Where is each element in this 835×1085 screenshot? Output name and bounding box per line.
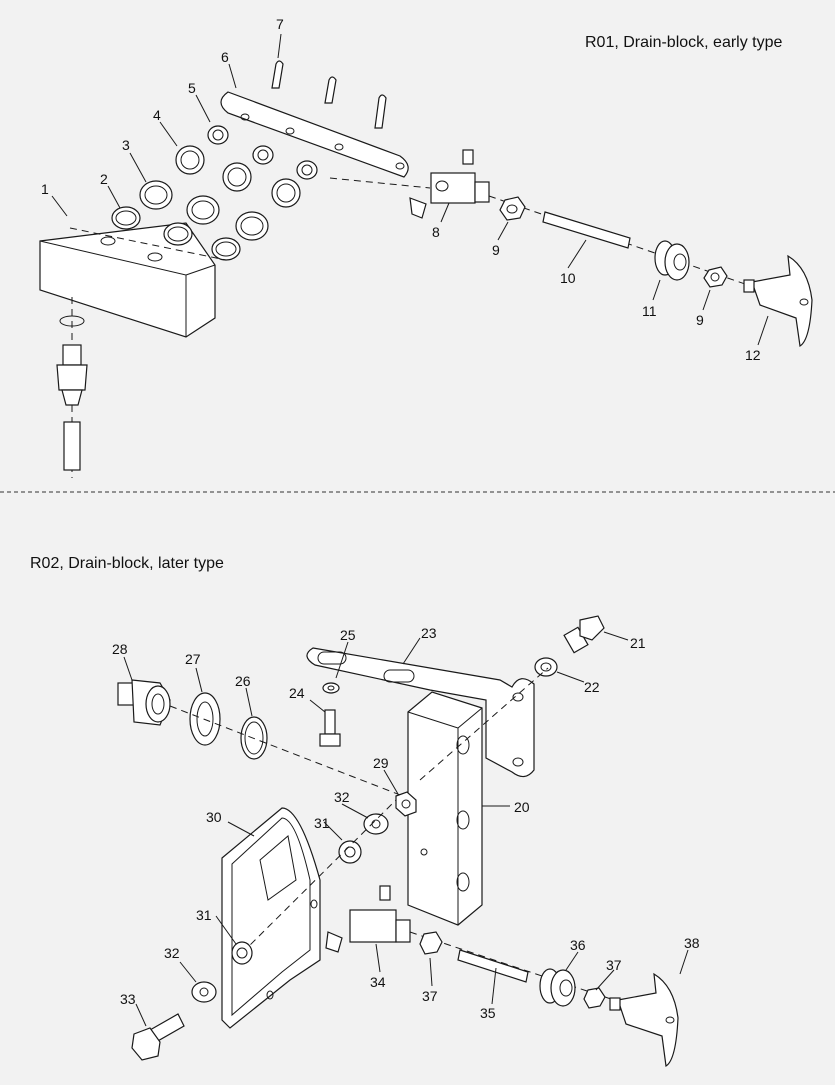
callout-28: 28	[112, 641, 128, 657]
part-21-bolt	[563, 615, 605, 654]
callout-4: 4	[153, 107, 161, 123]
part-31-nut	[338, 840, 362, 864]
callout-3: 3	[122, 137, 130, 153]
callout-9b: 9	[696, 312, 704, 328]
section-title-r02: R02, Drain-block, later type	[30, 555, 224, 572]
callout-35: 35	[480, 1005, 496, 1021]
callout-29: 29	[373, 755, 389, 771]
axis-line	[419, 667, 549, 781]
part-4-fittings	[175, 145, 301, 208]
part-25-washer	[322, 682, 340, 694]
callout-36: 36	[570, 937, 586, 953]
callout-6: 6	[221, 49, 229, 65]
callout-24: 24	[289, 685, 305, 701]
callout-7: 7	[276, 16, 284, 32]
callout-20: 20	[514, 799, 530, 815]
drain-fitting	[56, 297, 88, 478]
callout-32b: 32	[164, 945, 180, 961]
part-6-plate	[220, 91, 409, 178]
callout-23: 23	[421, 625, 437, 641]
callout-numbers-r01: 1 2 3 4 5 6 7 8 9 10 11 9 12	[41, 16, 761, 363]
callout-12: 12	[745, 347, 761, 363]
part-24-screw	[319, 709, 341, 747]
axis-line	[69, 227, 227, 261]
callout-37: 37	[422, 988, 438, 1004]
part-34-clevis	[325, 885, 411, 953]
part-8-clevis	[409, 149, 490, 219]
callout-30: 30	[206, 809, 222, 825]
callout-leaders-r01	[51, 33, 769, 346]
callout-22: 22	[584, 679, 600, 695]
callout-8: 8	[432, 224, 440, 240]
part-22-washer	[534, 657, 558, 677]
callout-leaders-r02	[123, 631, 689, 1027]
callout-11: 11	[642, 303, 657, 319]
callout-numbers-r02: 21 22 23 24 25 26 27 28 29 20 30 31 32 3…	[112, 625, 700, 1021]
axis-line	[169, 705, 409, 799]
callout-32: 32	[334, 789, 350, 805]
part-23-bracket	[306, 647, 535, 778]
part-28-fitting	[117, 679, 171, 726]
part-31-nut-lower	[231, 941, 253, 965]
callout-31b: 31	[196, 907, 212, 923]
part-35-rod	[457, 949, 529, 983]
part-3-washers	[139, 180, 269, 241]
callout-34: 34	[370, 974, 386, 990]
section-title-r01: R01, Drain-block, early type	[585, 34, 783, 51]
callout-26: 26	[235, 673, 251, 689]
callout-37b: 37	[606, 957, 622, 973]
callout-38: 38	[684, 935, 700, 951]
part-30-plate	[221, 807, 321, 1029]
part-36-grommet	[539, 968, 576, 1007]
callout-27: 27	[185, 651, 201, 667]
part-1-drain-block	[39, 222, 216, 338]
callout-25: 25	[340, 627, 356, 643]
part-2-o-rings	[111, 206, 241, 261]
callout-33: 33	[120, 991, 136, 1007]
part-32-washer-lower	[191, 981, 217, 1003]
part-7-cotter-pins	[271, 60, 387, 129]
callout-5: 5	[188, 80, 196, 96]
callout-31: 31	[314, 815, 330, 831]
part-9-nut	[499, 196, 526, 221]
part-20-block	[407, 691, 483, 926]
callout-21: 21	[630, 635, 646, 651]
callout-9: 9	[492, 242, 500, 258]
part-29-nut	[395, 791, 417, 817]
callout-1: 1	[41, 181, 49, 197]
part-38-t-handle	[609, 972, 679, 1067]
part-32-washer	[363, 813, 389, 835]
part-9-nut	[703, 266, 728, 288]
axis-line	[241, 799, 397, 954]
part-37-nut	[419, 931, 443, 955]
callout-10: 10	[560, 270, 576, 286]
part-37-nut	[583, 987, 606, 1009]
part-10-rod	[542, 211, 631, 249]
part-5-nipples	[207, 125, 318, 180]
part-12-t-handle	[743, 254, 813, 347]
part-11-grommet	[654, 240, 690, 281]
axis-line	[329, 177, 431, 189]
part-33-bolt	[131, 1013, 185, 1061]
callout-2: 2	[100, 171, 108, 187]
